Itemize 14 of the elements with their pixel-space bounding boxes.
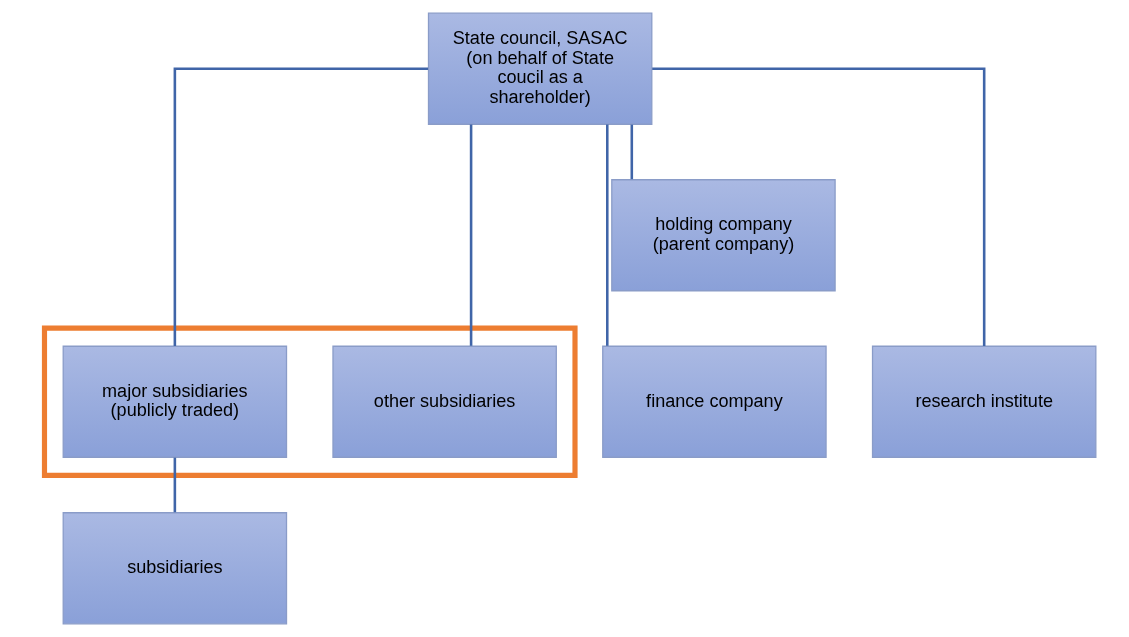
node-box: State council, SASAC (on behalf of State coucil as a shareholder) (427, 12, 652, 125)
connector (173, 67, 428, 346)
connector (651, 67, 985, 346)
node-box: finance company (601, 345, 827, 458)
cluster (41, 325, 578, 478)
connector (469, 124, 472, 346)
node-box: research institute (871, 345, 1096, 458)
node-box: subsidiaries (62, 512, 287, 625)
node-box: other subsidiaries (331, 345, 557, 458)
node-box: major subsidiaries (publicly traded) (62, 345, 287, 458)
node-box: holding company (parent company) (610, 179, 836, 292)
connector (630, 124, 633, 180)
connector (173, 457, 176, 513)
connector (605, 124, 609, 346)
